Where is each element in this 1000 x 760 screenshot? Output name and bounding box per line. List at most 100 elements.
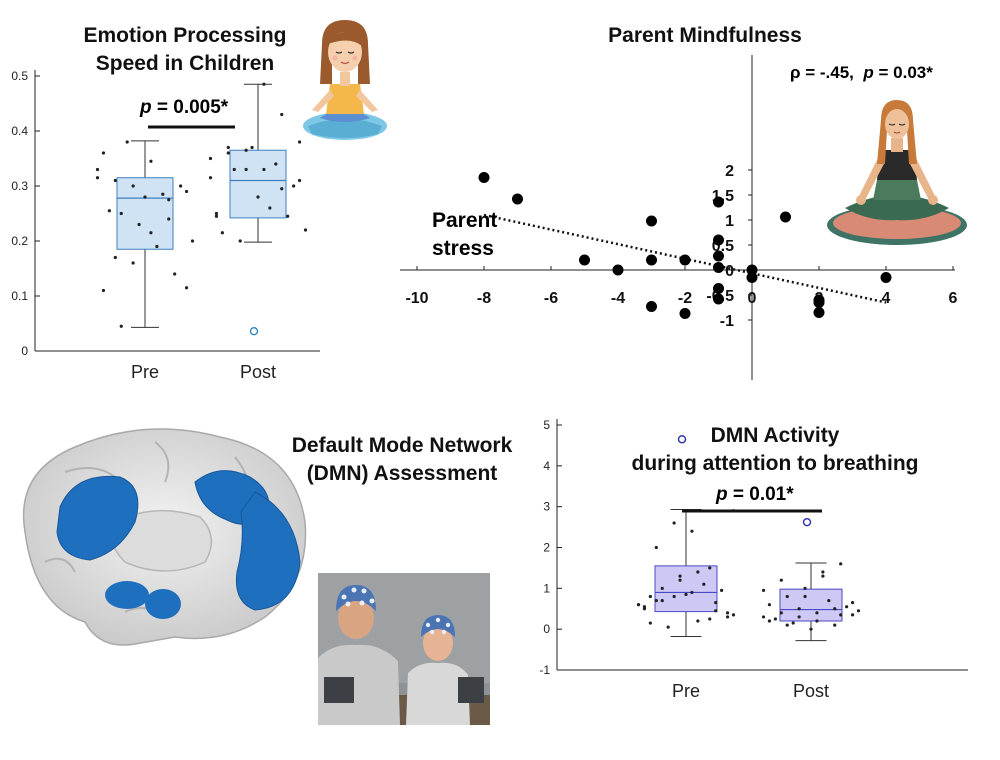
scatter-data-point [612,264,624,276]
emotion-data-point [131,184,135,188]
dmn-data-point [708,617,712,621]
rho-p-value: = 0.03* [873,63,933,82]
dmn-data-point [654,545,658,550]
dmn-data-point [654,598,658,603]
emotion-p-value: = 0.005* [151,97,229,118]
rho-value: ρ = -.45, [790,63,854,82]
emotion-y-tick-label: 0.4 [11,124,28,138]
parent-stress-label: Parent stress [432,207,497,263]
mindfulness-chart-title: Parent Mindfulness [608,24,802,47]
dmn-data-point [714,609,718,613]
dmn-data-point [666,625,670,629]
emotion-data-point [208,176,213,180]
parent-stress-line1: Parent [432,209,498,232]
emotion-data-point [280,187,284,191]
emotion-y-tick-label: 0.1 [11,289,28,303]
dmn-y-tick-label: 3 [543,500,550,514]
scatter-data-point [512,193,523,205]
dmn-data-point [850,613,855,617]
emotion-data-point [280,112,284,117]
emotion-data-point [184,286,189,290]
dmn-data-point [797,615,801,619]
dmn-data-point [815,619,819,623]
eeg-photo-icon [318,573,490,725]
scatter-x-tick-label: 6 [949,290,958,307]
dmn-data-point [833,607,837,611]
dmn-outlier [802,517,812,527]
emotion-y-tick-label: 0.5 [11,69,28,83]
dmn-data-point [839,613,843,617]
scatter-data-point [880,272,892,283]
dmn-assessment-line2: (DMN) Assessment [306,462,498,485]
dmn-y-tick-label: 2 [543,541,550,555]
scatter-y-tick-label: 0 [725,263,734,280]
dmn-y-tick-label: 0 [543,622,550,636]
scatter-x-tick-label: -6 [544,290,558,307]
emotion-data-point [143,195,147,199]
dmn-data-point [725,611,730,615]
dmn-data-point [660,586,664,590]
emotion-data-point [297,140,302,144]
dmn-data-point [839,562,843,566]
scatter-data-point [713,250,724,262]
scatter-x-tick-label: 4 [882,290,891,307]
scatter-data-point [478,172,490,183]
scatter-data-point [646,254,657,266]
scatter-data-point [579,254,590,266]
emotion-data-point [220,231,224,235]
dmn-data-point [636,603,641,607]
dmn-data-point [761,615,766,619]
emotion-data-point [303,228,308,232]
emotion-data-point [131,261,135,265]
scatter-data-point [813,307,825,318]
meditating-woman-icon [827,100,967,245]
emotion-data-point [274,162,278,166]
dmn-data-point [696,570,700,574]
dmn-data-point [660,598,664,603]
scatter-data-point [713,293,724,305]
dmn-data-point [845,605,849,609]
emotion-significance-label: p = 0.005* [140,97,228,119]
emotion-data-point [155,244,159,249]
emotion-y-tick-label: 0.2 [11,234,28,248]
dmn-data-point [767,603,772,607]
dmn-data-point [696,619,700,623]
dmn-data-point [767,619,772,623]
emotion-category-label: Post [240,362,276,382]
emotion-p-symbol: p [140,97,152,118]
scatter-data-point [713,262,724,273]
dmn-data-point [779,611,783,615]
dmn-assessment-line1: Default Mode Network [291,434,513,457]
dmn-data-point [672,594,676,599]
scatter-x-tick-label: -2 [678,290,692,307]
emotion-data-point [238,239,242,243]
emotion-data-point [226,151,230,155]
emotion-y-tick-label: 0 [21,344,28,358]
emotion-data-point [190,239,195,243]
dmn-data-point [672,521,676,525]
emotion-data-point [95,167,100,172]
dmn-data-point [797,607,801,611]
scatter-x-tick-label: -8 [477,290,491,307]
emotion-data-point [286,214,290,218]
dmn-data-point [708,566,712,570]
dmn-data-point [815,611,819,615]
emotion-data-point [232,167,236,172]
emotion-data-point [226,145,230,150]
dmn-data-point [785,594,789,599]
dmn-data-point [791,621,795,625]
emotion-data-point [149,231,153,235]
scatter-data-point [713,234,724,246]
dmn-box [779,588,843,622]
scatter-data-point [813,297,825,308]
emotion-data-point [244,167,248,172]
scatter-y-tick-label: 2 [725,163,734,180]
scatter-x-tick-label: -10 [405,290,428,307]
scatter-data-point [646,215,657,227]
dmn-significance-label: p = 0.01* [716,484,794,506]
emotion-data-point [262,167,266,172]
emotion-data-point [137,222,141,227]
dmn-y-tick-label: -1 [539,663,550,677]
dmn-data-point [684,592,688,597]
emotion-data-point [214,214,219,218]
